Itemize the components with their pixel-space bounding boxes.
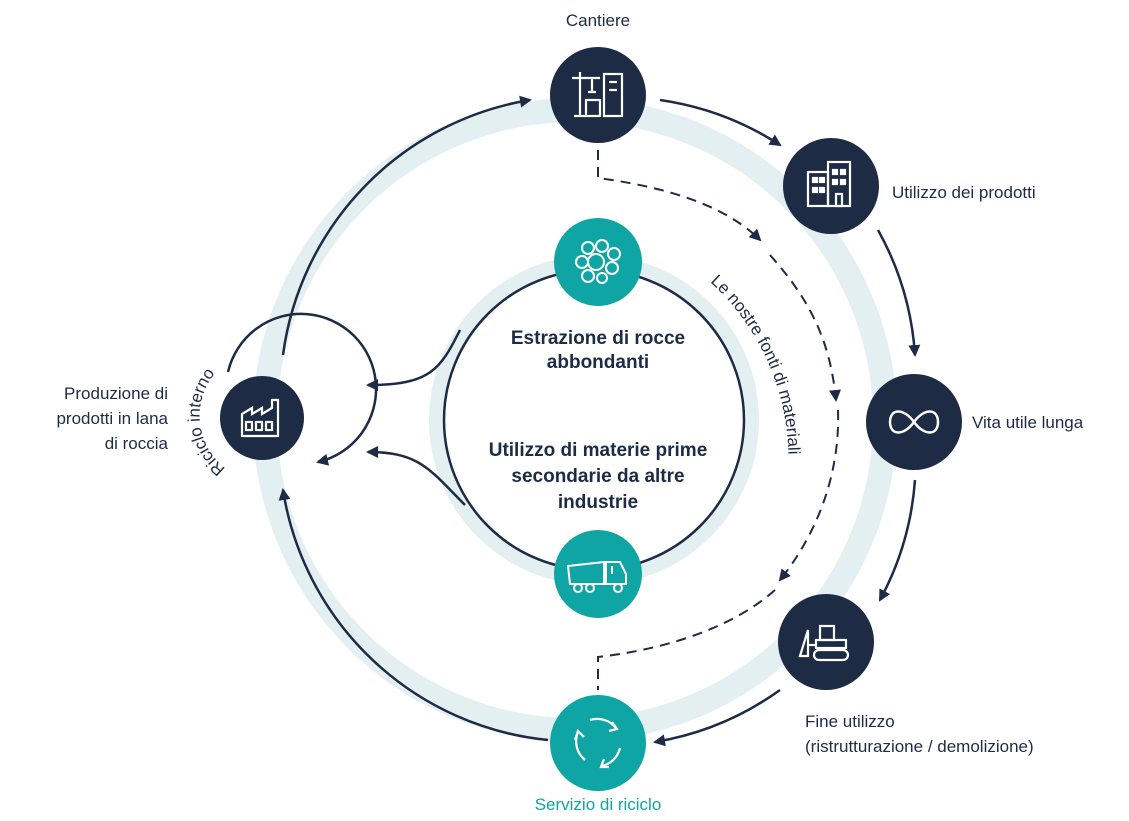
- node-produzione: [220, 376, 304, 460]
- recycle-icon: [573, 717, 622, 769]
- arrow-rocce-to-produzione: [366, 329, 462, 391]
- label-cantiere: Cantiere: [566, 11, 630, 30]
- label-produzione-line3: di roccia: [105, 434, 169, 453]
- label-rocce-line1: Estrazione di rocce: [511, 328, 685, 349]
- label-utilizzo: Utilizzo dei prodotti: [892, 183, 1036, 202]
- node-riciclo: [550, 695, 646, 791]
- arrow-fine-to-riciclo: [653, 688, 781, 747]
- truck-icon: [566, 560, 627, 593]
- label-rocce-line2: abbondanti: [547, 352, 649, 373]
- arrow-materie-to-produzione: [366, 446, 466, 506]
- factory-icon: [240, 398, 280, 438]
- arrow-utilizzo-to-vita: [876, 229, 921, 357]
- riciclo-interno-loop: [226, 312, 378, 466]
- label-produzione-line2: prodotti in lana: [56, 409, 168, 428]
- dashed-flow-fine: [597, 589, 776, 690]
- node-utilizzo: [783, 138, 879, 234]
- arrow-vita-to-fine: [878, 479, 917, 602]
- label-fine-line1: Fine utilizzo: [805, 712, 895, 731]
- arrow-cantiere-to-utilizzo: [659, 98, 782, 147]
- node-cantiere: [550, 47, 646, 143]
- dashed-flow-utilizzo: [769, 254, 841, 402]
- label-fine-line2: (ristrutturazione / demolizione): [805, 737, 1034, 756]
- bulldozer-icon: [798, 624, 850, 662]
- node-fine: [778, 594, 874, 690]
- label-riciclo: Servizio di riciclo: [535, 795, 662, 814]
- infinity-icon: [888, 410, 940, 434]
- buildings-icon: [806, 160, 852, 208]
- dashed-flow-vita: [778, 409, 840, 582]
- label-materie-line2: secondarie da altre: [511, 466, 684, 487]
- construction-site-icon: [572, 72, 624, 118]
- label-materie-line1: Utilizzo di materie prime: [489, 440, 708, 461]
- node-vita: [866, 374, 962, 470]
- label-materie-line3: industrie: [558, 492, 638, 513]
- rocks-icon: [575, 239, 621, 284]
- dashed-flow-cantiere: [597, 150, 762, 242]
- inner-ring-line: [442, 268, 746, 572]
- node-materie: [554, 530, 642, 618]
- arrow-riciclo-to-produzione: [278, 488, 549, 742]
- arrow-produzione-to-cantiere: [281, 95, 532, 356]
- label-produzione-line1: Produzione di: [64, 384, 168, 403]
- node-rocce: [554, 218, 642, 306]
- label-vita: Vita utile lunga: [972, 413, 1084, 432]
